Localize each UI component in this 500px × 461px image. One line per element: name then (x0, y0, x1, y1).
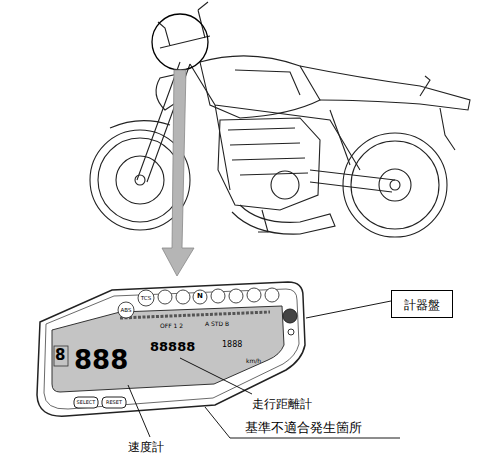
speed-digits: 888 (74, 346, 128, 375)
yamaha-logo (283, 309, 297, 323)
leader-line (128, 385, 150, 437)
lamp-label: ABS (121, 307, 132, 313)
part-label: 速度計 (128, 441, 164, 454)
rear-disc (379, 169, 411, 201)
lamp-label: N (197, 293, 203, 301)
front-fender (110, 121, 170, 128)
engine-cover (271, 171, 299, 199)
cluster-bezel (44, 289, 299, 409)
pointer-arrow (162, 70, 194, 276)
tachometer-bar (120, 312, 270, 318)
lamp-label: TCS (141, 295, 151, 301)
button-label: RESET (106, 400, 122, 406)
grab-rail (420, 76, 430, 96)
rear-shock (330, 110, 350, 165)
sensor (288, 329, 294, 335)
rear-fender (440, 108, 455, 150)
unit-label: km/h (246, 358, 261, 365)
rear-hub (390, 180, 400, 190)
gear-digit: 8 (55, 347, 65, 364)
reset-button (102, 397, 126, 408)
lcd-text: A STD B (205, 321, 229, 328)
front-rim (98, 138, 182, 222)
odometer-digits: 88888 (150, 340, 195, 354)
front-hub (135, 175, 145, 185)
leader-line (306, 301, 391, 318)
rear-wheel (343, 133, 447, 237)
leader-line (205, 407, 400, 438)
gear-box (54, 346, 68, 366)
tank-panel (235, 70, 300, 95)
motorcycle-drawing (90, 2, 470, 237)
swingarm (310, 170, 395, 192)
lcd-text: OFF 1 2 (160, 323, 183, 330)
part-label: 走行距離計 (252, 398, 312, 411)
lcd-text: 1888 (222, 341, 242, 350)
front-disc (116, 156, 164, 204)
engine (218, 118, 320, 210)
engine-fins (228, 128, 308, 175)
rear-rim (351, 141, 439, 229)
box-label: 計器盤 (404, 298, 440, 312)
label-box: 計器盤 (391, 290, 453, 318)
highlight-circle (152, 14, 208, 70)
select-button (74, 397, 98, 408)
button-label: SELECT (77, 400, 96, 406)
side-stand (258, 210, 268, 232)
cluster-housing (37, 282, 305, 416)
leader-line (180, 358, 252, 394)
indicator-lamps (118, 288, 279, 318)
seat (300, 66, 470, 110)
fuel-tank (200, 56, 320, 118)
exhaust (232, 205, 335, 234)
lcd-screen (52, 306, 284, 392)
frame (190, 64, 360, 190)
note-label: 基準不適合発生箇所 (245, 421, 362, 435)
